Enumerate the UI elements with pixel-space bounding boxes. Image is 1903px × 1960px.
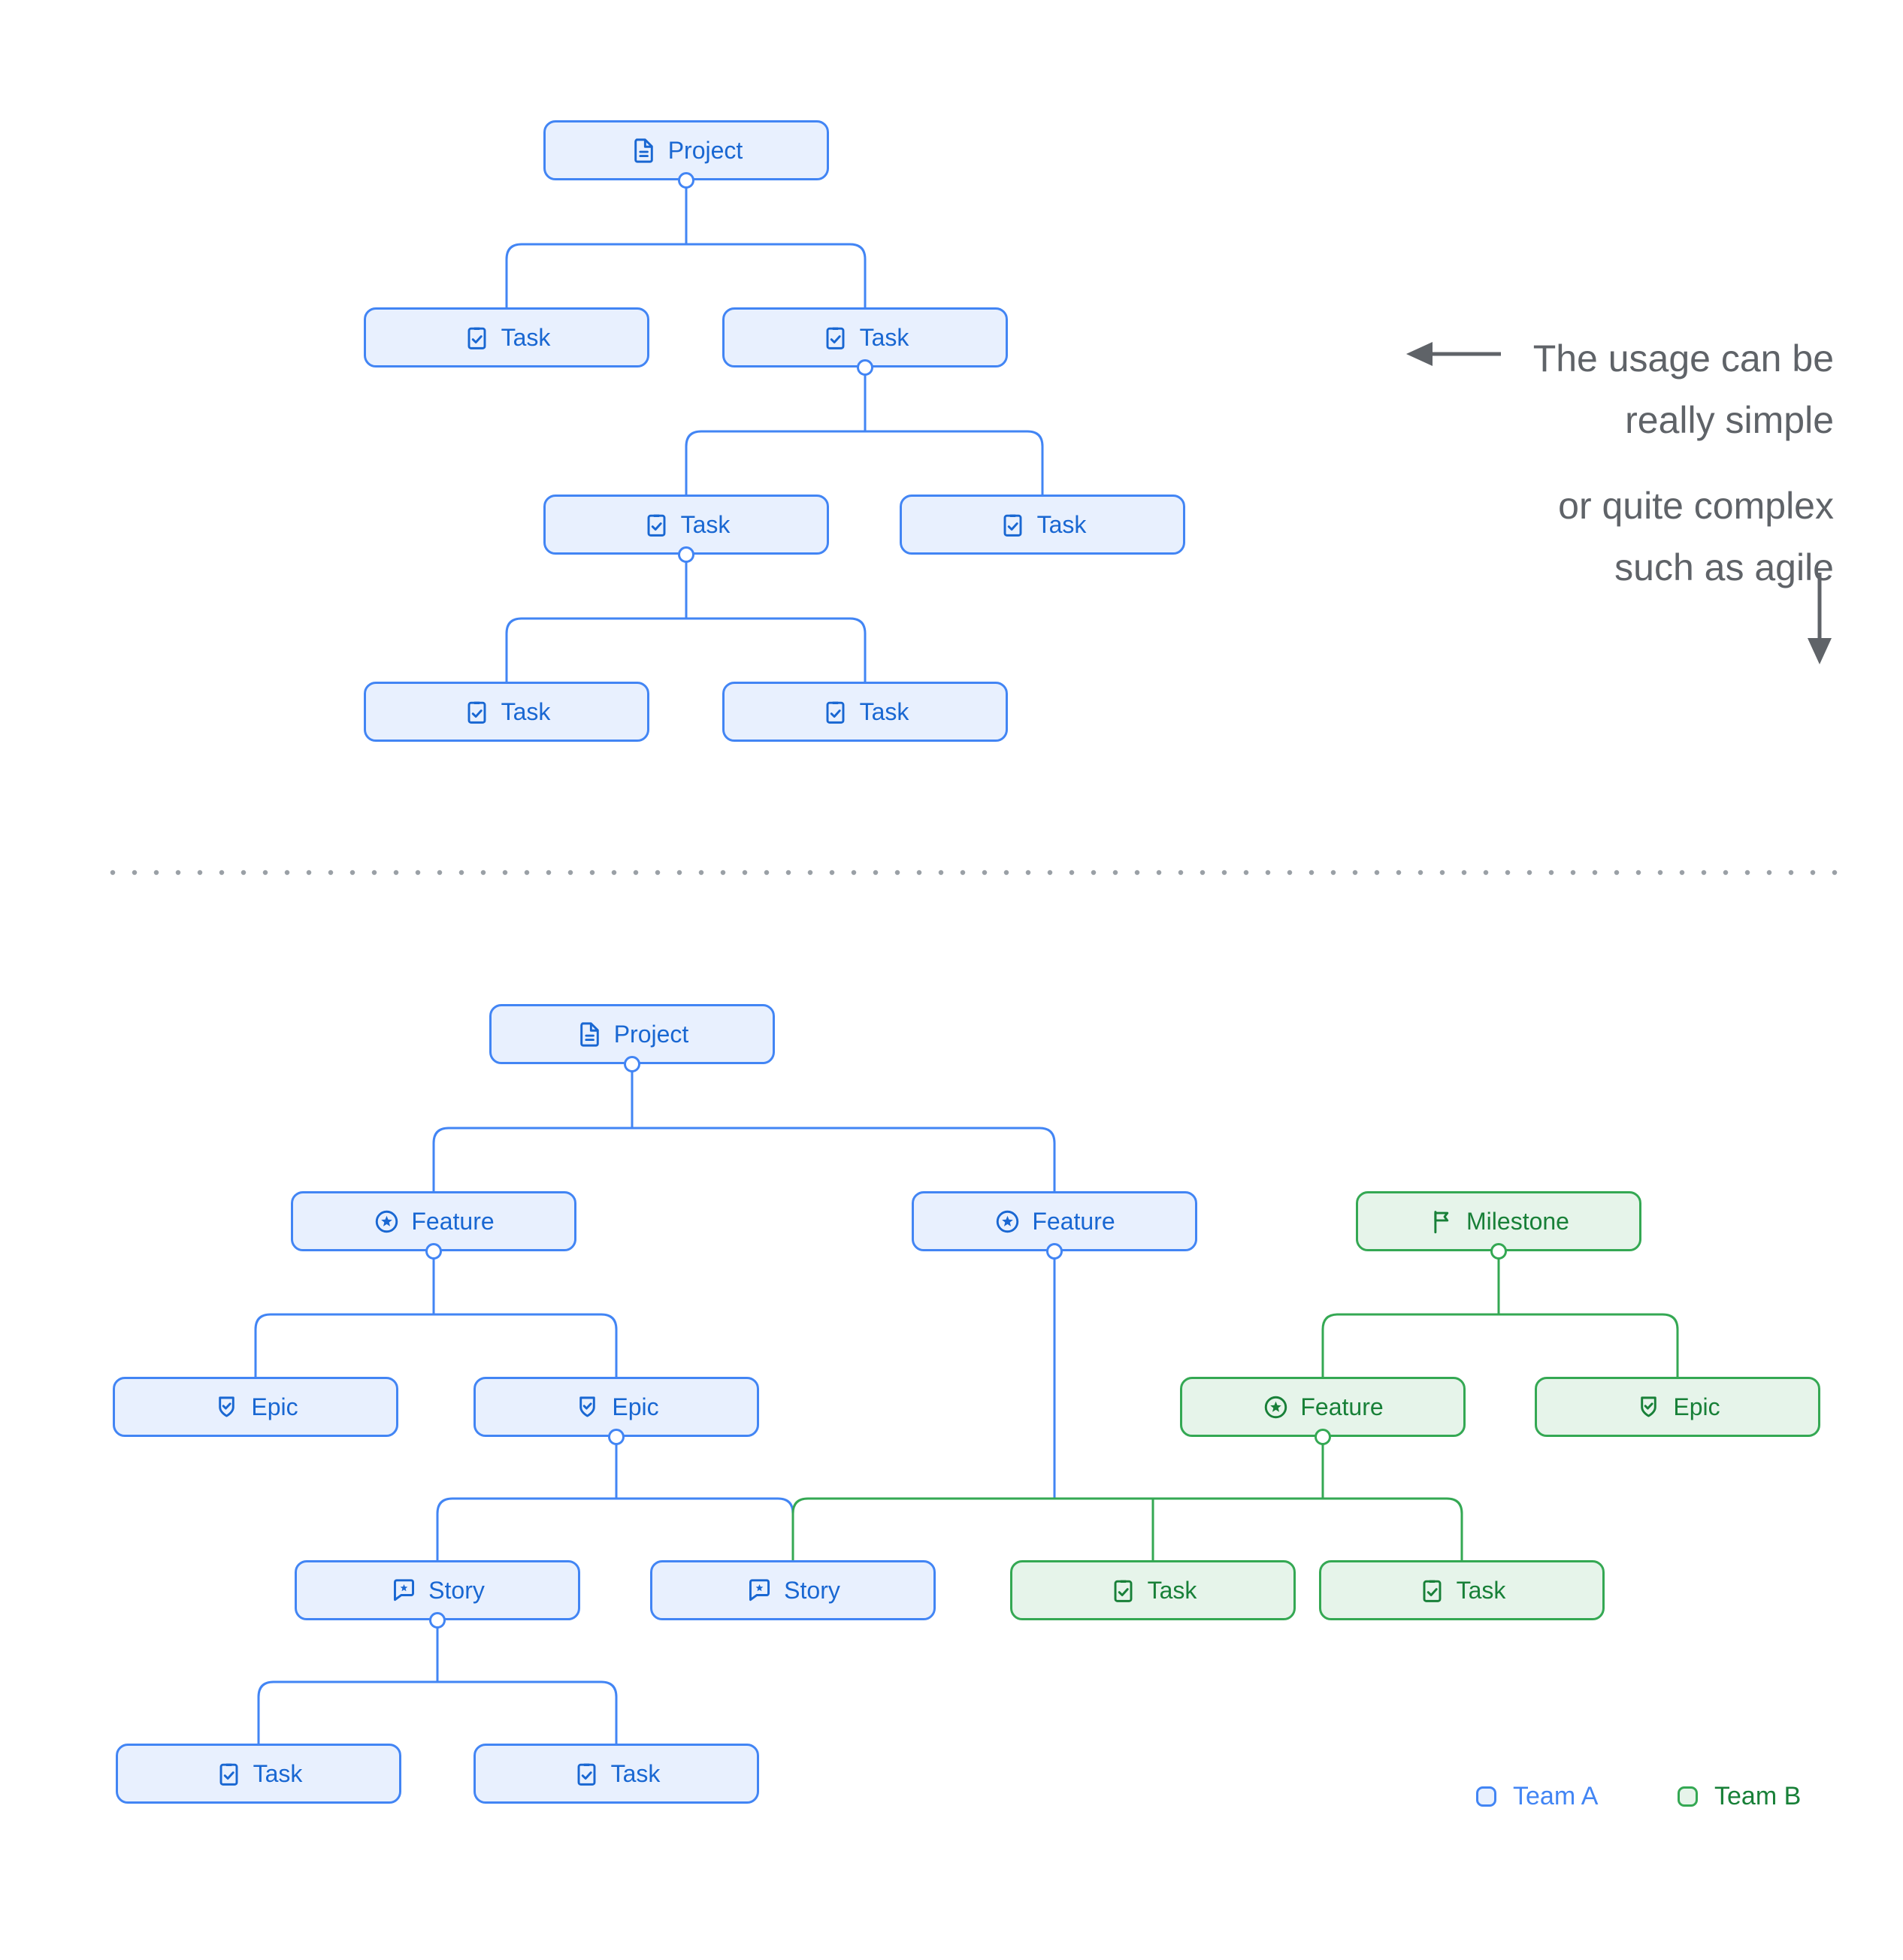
- document-icon: [630, 137, 658, 165]
- node-label: Task: [680, 510, 731, 538]
- node-label: Milestone: [1466, 1207, 1569, 1235]
- node-feature: Feature: [912, 1191, 1197, 1251]
- note-simple: The usage can be really simple: [1533, 328, 1834, 451]
- note-complex-line1: or quite complex: [1558, 485, 1834, 527]
- node-label: Project: [613, 1020, 689, 1048]
- node-feature: Feature: [1180, 1377, 1466, 1437]
- down-arrow-icon: [1808, 638, 1832, 664]
- node-task: Task: [116, 1744, 401, 1804]
- node-label: Task: [501, 323, 551, 351]
- epic-icon: [1635, 1393, 1662, 1421]
- left-arrow-icon: [1406, 342, 1433, 366]
- note-complex: or quite complex such as agile: [1558, 475, 1834, 598]
- node-label: Epic: [251, 1393, 298, 1420]
- node-label: Task: [253, 1759, 303, 1787]
- node-epic: Epic: [473, 1377, 759, 1437]
- epic-icon: [213, 1393, 241, 1421]
- task-icon: [573, 1760, 601, 1788]
- story-icon: [746, 1577, 773, 1605]
- node-task: Task: [900, 495, 1185, 555]
- note-complex-line2: such as agile: [1614, 546, 1834, 588]
- node-label: Feature: [1300, 1393, 1384, 1420]
- node-story: Story: [295, 1560, 580, 1620]
- team-a-swatch: [1476, 1786, 1496, 1807]
- epic-icon: [573, 1393, 601, 1421]
- node-project: Project: [489, 1004, 775, 1064]
- node-label: Task: [859, 697, 909, 725]
- task-icon: [1109, 1577, 1137, 1605]
- node-task: Task: [722, 307, 1008, 368]
- node-task: Task: [1319, 1560, 1605, 1620]
- node-label: Project: [667, 136, 743, 164]
- legend-team-b: Team B: [1678, 1782, 1801, 1811]
- team-a-label: Team A: [1513, 1782, 1599, 1810]
- feature-icon: [1262, 1393, 1290, 1421]
- node-label: Epic: [1673, 1393, 1720, 1420]
- node-task: Task: [722, 682, 1008, 742]
- node-label: Task: [1147, 1576, 1197, 1604]
- node-epic: Epic: [113, 1377, 398, 1437]
- node-label: Task: [610, 1759, 661, 1787]
- story-icon: [390, 1577, 418, 1605]
- task-icon: [463, 698, 491, 726]
- node-label: Epic: [612, 1393, 659, 1420]
- feature-icon: [373, 1208, 401, 1236]
- feature-icon: [994, 1208, 1021, 1236]
- team-b-swatch: [1678, 1786, 1698, 1807]
- document-icon: [576, 1021, 604, 1048]
- node-task: Task: [543, 495, 829, 555]
- team-b-label: Team B: [1714, 1782, 1802, 1810]
- node-label: Story: [428, 1576, 485, 1604]
- node-label: Feature: [1032, 1207, 1115, 1235]
- legend-team-a: Team A: [1476, 1782, 1598, 1811]
- node-task: Task: [364, 682, 649, 742]
- task-icon: [215, 1760, 243, 1788]
- task-icon: [463, 324, 491, 352]
- note-simple-line2: really simple: [1625, 399, 1834, 441]
- node-epic: Epic: [1535, 1377, 1820, 1437]
- node-label: Task: [1036, 510, 1087, 538]
- node-label: Task: [501, 697, 551, 725]
- task-icon: [643, 511, 670, 539]
- node-task: Task: [364, 307, 649, 368]
- node-label: Story: [784, 1576, 840, 1604]
- node-project: Project: [543, 120, 829, 180]
- node-milestone: Milestone: [1356, 1191, 1641, 1251]
- node-task: Task: [1010, 1560, 1296, 1620]
- task-icon: [821, 324, 849, 352]
- node-feature: Feature: [291, 1191, 576, 1251]
- note-simple-line1: The usage can be: [1532, 337, 1834, 380]
- node-label: Task: [859, 323, 909, 351]
- node-story: Story: [650, 1560, 936, 1620]
- task-icon: [821, 698, 849, 726]
- node-task: Task: [473, 1744, 759, 1804]
- task-icon: [999, 511, 1027, 539]
- task-icon: [1418, 1577, 1446, 1605]
- milestone-icon: [1428, 1208, 1456, 1236]
- node-label: Task: [1456, 1576, 1506, 1604]
- node-label: Feature: [411, 1207, 495, 1235]
